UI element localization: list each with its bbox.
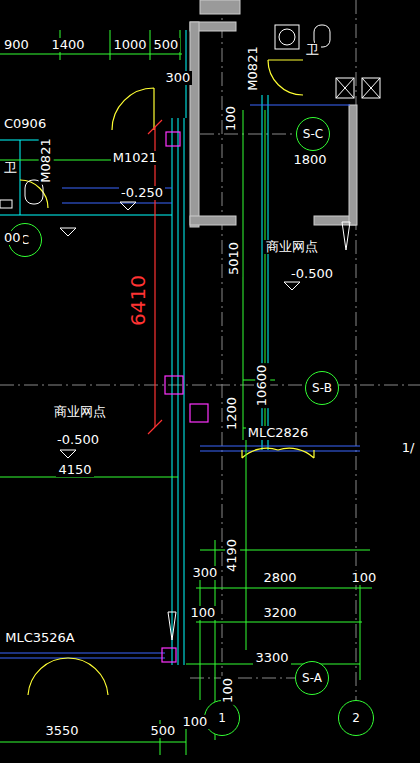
plan-label: 卫: [304, 43, 321, 58]
plan-label: 500: [149, 724, 178, 739]
plan-label: 1800: [291, 153, 328, 168]
plan-label: 3550: [43, 724, 80, 739]
plan-label: 4150: [56, 463, 93, 478]
plan-label: 3200: [261, 606, 298, 621]
plan-label: MLC3526A: [3, 631, 77, 646]
dimension-text: 4190: [226, 536, 241, 573]
plan-label: 商业网点: [52, 405, 108, 420]
plan-label: 2800: [261, 571, 298, 586]
plan-label: 1000: [111, 38, 148, 53]
axis-label: 2: [352, 711, 360, 725]
plan-label: 1400: [49, 38, 86, 53]
axis-marker: S-A: [295, 661, 329, 695]
plan-label: 500: [152, 38, 181, 53]
plan-label: -0.500: [55, 433, 101, 448]
dimension-text: 5010: [228, 239, 243, 276]
plan-label: -0.500: [289, 267, 335, 282]
axis-label: 1: [218, 711, 226, 725]
plan-label: 1/: [400, 441, 417, 456]
dimension-text: 6410: [127, 273, 150, 328]
plan-label: 3300: [253, 651, 290, 666]
axis-label: S-B: [312, 381, 332, 395]
plan-label: 商业网点: [264, 240, 320, 255]
dimension-text: 100: [221, 676, 236, 705]
dimension-text: M0821: [39, 136, 54, 184]
dimension-text: 1200: [226, 394, 241, 431]
dimension-text: M0821: [246, 44, 261, 92]
plan-label: C0906: [2, 117, 48, 132]
plan-label: 300: [191, 566, 220, 581]
plan-label: 300: [164, 71, 193, 86]
plan-label: 卫: [2, 161, 19, 176]
dimension-text: 10600: [256, 362, 271, 407]
plan-label: 00: [2, 231, 23, 246]
plan-label: 100: [350, 571, 379, 586]
plan-label: -0.250: [119, 186, 165, 201]
plan-label: M1021: [111, 151, 159, 166]
dimension-text: 100: [224, 104, 239, 133]
plan-label: 900: [2, 38, 31, 53]
plan-label: MLC2826: [246, 426, 311, 441]
axis-label: S-C: [303, 127, 323, 141]
axis-marker: S-C: [296, 117, 330, 151]
axis-marker: 2: [338, 700, 374, 736]
plan-label: 100: [181, 715, 210, 730]
axis-marker: S-B: [305, 371, 339, 405]
plan-label: 100: [189, 606, 218, 621]
axis-label: S-A: [302, 671, 322, 685]
